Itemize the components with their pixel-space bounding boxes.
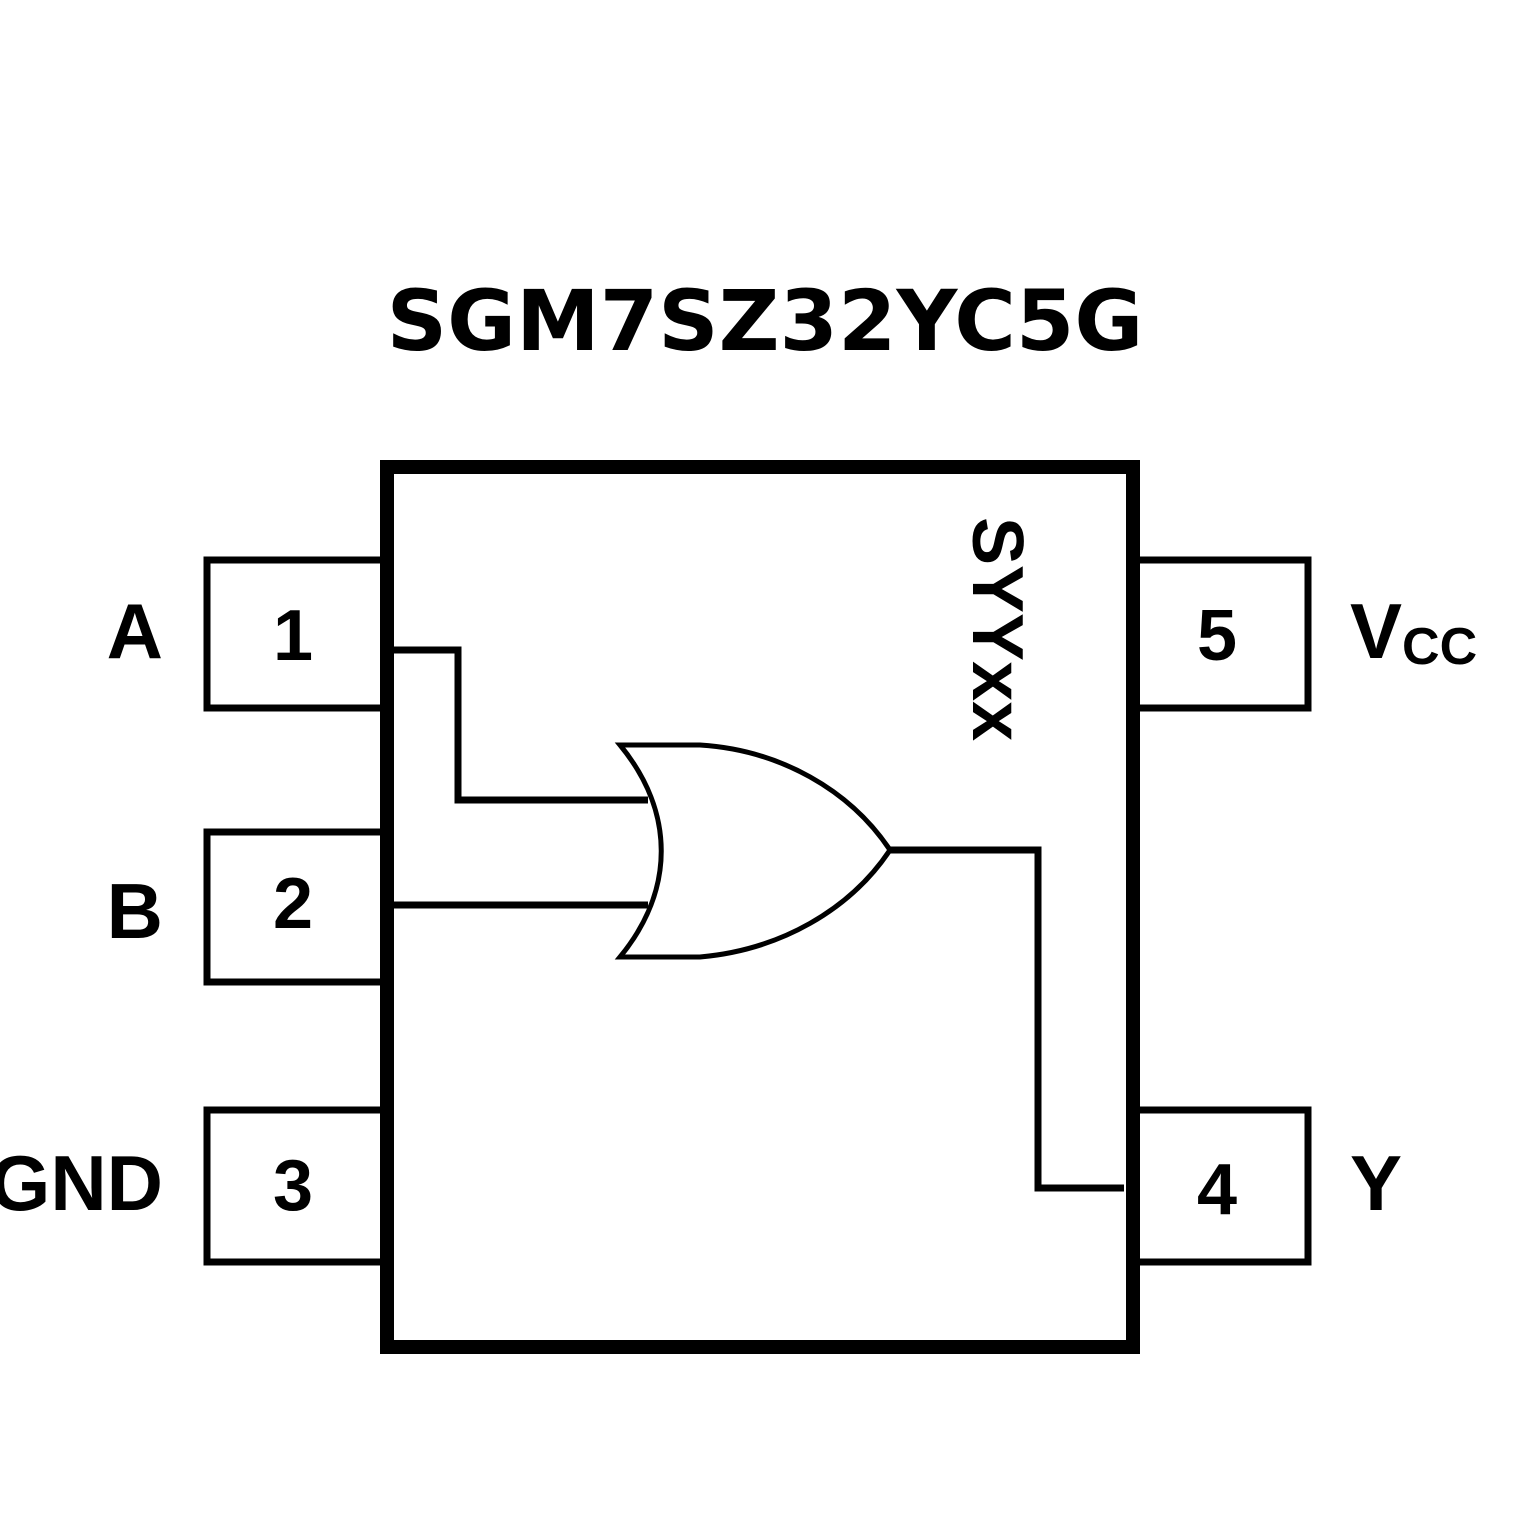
pin-number-5: 5 (1197, 596, 1237, 676)
pin-name-vcc-subscript: CC (1402, 618, 1477, 676)
pin-3-box (203, 1106, 380, 1266)
pin-name-b: B (107, 867, 163, 955)
wire-input-a (394, 646, 648, 804)
pin-name-a: A (107, 587, 163, 675)
pin-number-1: 1 (273, 596, 313, 676)
pin-1-box (203, 556, 380, 712)
pin-number-3: 3 (273, 1146, 313, 1226)
pin-number-2: 2 (273, 864, 313, 944)
pin-2-box (203, 828, 380, 986)
pin-5-box (1140, 556, 1312, 712)
pin-name-y: Y (1350, 1139, 1402, 1227)
pin-name-gnd: GND (0, 1139, 163, 1227)
or-gate-symbol (614, 742, 894, 960)
pin-number-4: 4 (1197, 1150, 1237, 1230)
package-body (380, 460, 1140, 1354)
wire-output-y (890, 846, 1124, 1192)
part-number-title: SGM7SZ32YC5G (387, 272, 1144, 370)
pin-name-vcc: VCC (1350, 587, 1477, 676)
pin-4-box (1140, 1106, 1312, 1266)
package-marking: SYYxx (957, 517, 1037, 741)
pin-name-vcc-main: V (1350, 587, 1402, 675)
